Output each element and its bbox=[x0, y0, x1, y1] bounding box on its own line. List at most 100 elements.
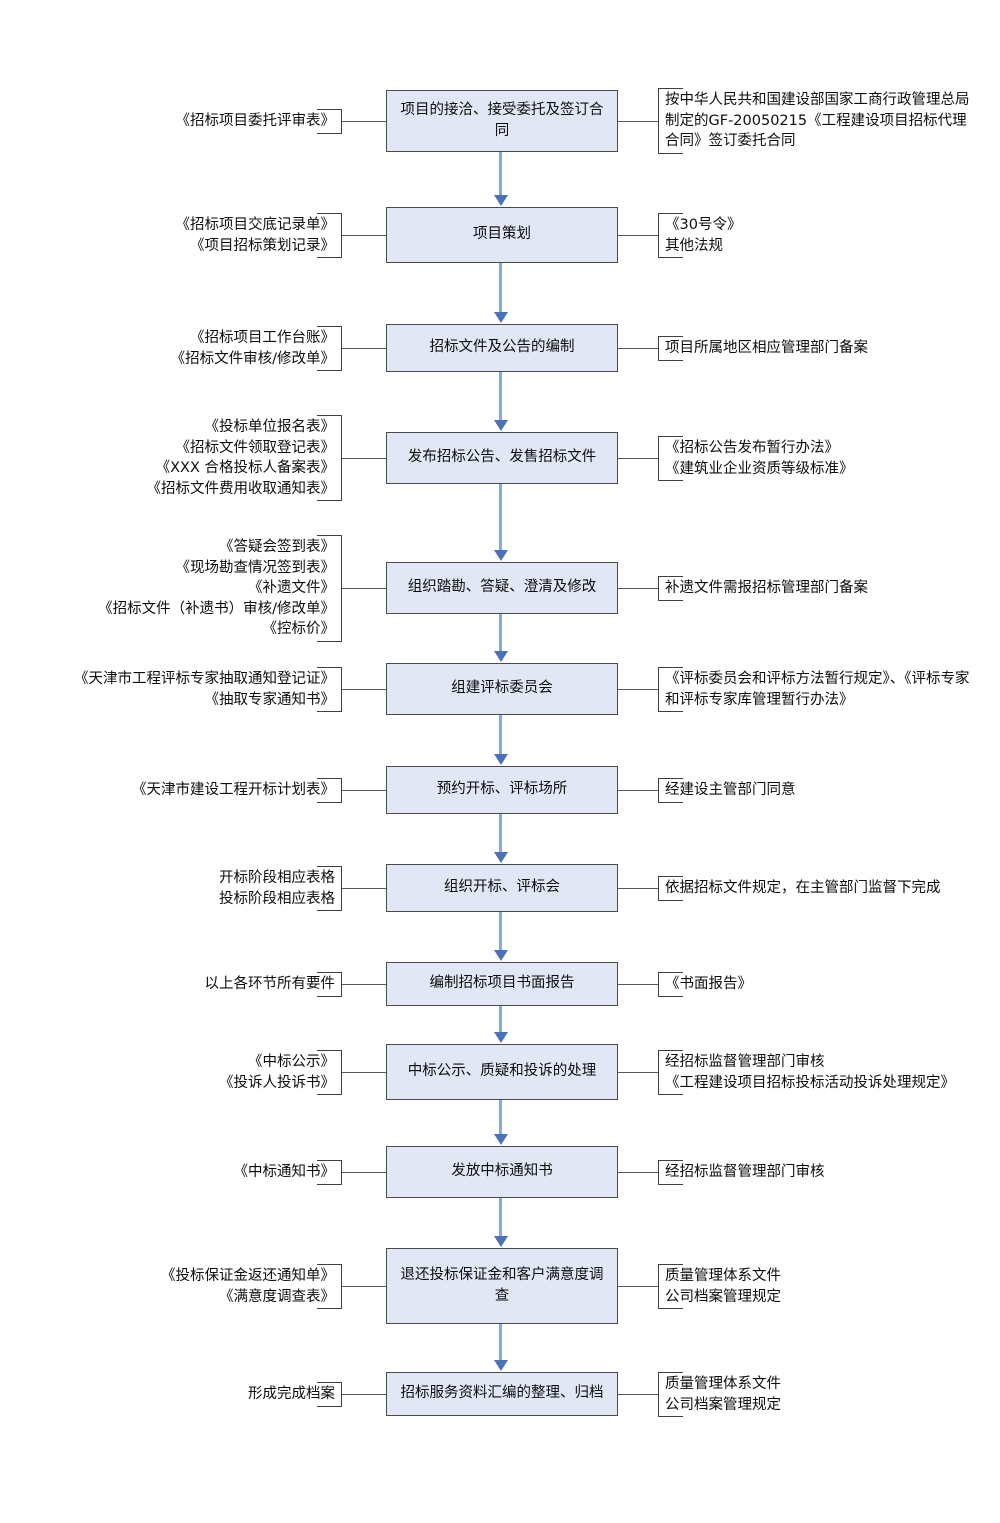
flow-arrow-12-to-13 bbox=[493, 1324, 508, 1371]
input-documents-5: 《答疑会签到表》 《现场勘查情况签到表》 《补遗文件》 《招标文件（补遗书）审核… bbox=[98, 535, 342, 642]
process-node-label: 项目的接洽、接受委托及签订合同 bbox=[400, 101, 604, 139]
connector-right-1 bbox=[618, 121, 658, 122]
process-node-1[interactable]: 项目的接洽、接受委托及签订合同 bbox=[386, 90, 618, 152]
connector-left-4 bbox=[342, 458, 386, 459]
reference-notes-1: 按中华人民共和国建设部国家工商行政管理总局制定的GF-20050215《工程建设… bbox=[658, 88, 978, 154]
process-node-2[interactable]: 项目策划 bbox=[386, 207, 618, 263]
flow-arrow-6-to-7 bbox=[493, 715, 508, 765]
flow-arrow-2-to-3 bbox=[493, 263, 508, 323]
connector-left-7 bbox=[342, 790, 386, 791]
flow-arrow-3-to-4 bbox=[493, 372, 508, 431]
connector-right-2 bbox=[618, 235, 658, 236]
connector-left-6 bbox=[342, 689, 386, 690]
connector-right-10 bbox=[618, 1072, 658, 1073]
input-documents-11: 《中标通知书》 bbox=[234, 1160, 342, 1185]
arrow-head-icon bbox=[493, 195, 508, 206]
reference-notes-13: 质量管理体系文件 公司档案管理规定 bbox=[658, 1372, 978, 1418]
reference-notes-11: 经招标监督管理部门审核 bbox=[658, 1160, 978, 1185]
process-node-11[interactable]: 发放中标通知书 bbox=[386, 1146, 618, 1198]
arrow-head-icon bbox=[493, 550, 508, 561]
process-node-label: 项目策划 bbox=[473, 226, 531, 243]
process-node-label: 组建评标委员会 bbox=[451, 680, 553, 697]
flow-arrow-7-to-8 bbox=[493, 814, 508, 863]
process-node-label: 招标服务资料汇编的整理、归档 bbox=[400, 1385, 604, 1402]
process-node-7[interactable]: 预约开标、评标场所 bbox=[386, 766, 618, 814]
process-node-label: 招标文件及公告的编制 bbox=[429, 339, 575, 356]
flow-arrow-8-to-9 bbox=[493, 912, 508, 961]
reference-notes-6: 《评标委员会和评标方法暂行规定》、《评标专家和评标专家库管理暂行办法》 bbox=[658, 667, 978, 713]
arrow-head-icon bbox=[493, 754, 508, 765]
connector-right-3 bbox=[618, 348, 658, 349]
connector-right-12 bbox=[618, 1286, 658, 1287]
process-node-label: 发放中标通知书 bbox=[451, 1163, 553, 1180]
input-documents-2: 《招标项目交底记录单》 《项目招标策划记录》 bbox=[176, 213, 342, 259]
arrow-head-icon bbox=[493, 950, 508, 961]
connector-left-2 bbox=[342, 235, 386, 236]
connector-left-1 bbox=[342, 121, 386, 122]
process-node-13[interactable]: 招标服务资料汇编的整理、归档 bbox=[386, 1372, 618, 1416]
arrow-head-icon bbox=[493, 1236, 508, 1247]
flow-arrow-10-to-11 bbox=[493, 1100, 508, 1145]
connector-right-5 bbox=[618, 588, 658, 589]
arrow-head-icon bbox=[493, 852, 508, 863]
connector-right-11 bbox=[618, 1172, 658, 1173]
connector-left-5 bbox=[342, 588, 386, 589]
reference-notes-3: 项目所属地区相应管理部门备案 bbox=[658, 336, 978, 361]
process-node-9[interactable]: 编制招标项目书面报告 bbox=[386, 962, 618, 1006]
connector-right-13 bbox=[618, 1394, 658, 1395]
reference-notes-10: 经招标监督管理部门审核 《工程建设项目招标投标活动投诉处理规定》 bbox=[658, 1050, 978, 1096]
arrow-head-icon bbox=[493, 1134, 508, 1145]
process-node-5[interactable]: 组织踏勘、答疑、澄清及修改 bbox=[386, 562, 618, 614]
connector-right-9 bbox=[618, 984, 658, 985]
arrow-head-icon bbox=[493, 651, 508, 662]
input-documents-13: 形成完成档案 bbox=[248, 1382, 342, 1407]
reference-notes-2: 《30号令》 其他法规 bbox=[658, 213, 978, 259]
input-documents-10: 《中标公示》 《投诉人投诉书》 bbox=[219, 1050, 342, 1096]
process-node-label: 中标公示、质疑和投诉的处理 bbox=[407, 1063, 597, 1080]
arrow-head-icon bbox=[493, 1360, 508, 1371]
input-documents-6: 《天津市工程评标专家抽取通知登记证》 《抽取专家通知书》 bbox=[74, 667, 342, 713]
connector-left-9 bbox=[342, 984, 386, 985]
connector-right-4 bbox=[618, 458, 658, 459]
process-node-3[interactable]: 招标文件及公告的编制 bbox=[386, 324, 618, 372]
reference-notes-8: 依据招标文件规定，在主管部门监督下完成 bbox=[658, 876, 978, 901]
flow-arrow-9-to-10 bbox=[493, 1006, 508, 1043]
arrow-head-icon bbox=[493, 1032, 508, 1043]
reference-notes-4: 《招标公告发布暂行办法》 《建筑业企业资质等级标准》 bbox=[658, 436, 978, 482]
reference-notes-12: 质量管理体系文件 公司档案管理规定 bbox=[658, 1264, 978, 1310]
process-node-6[interactable]: 组建评标委员会 bbox=[386, 663, 618, 715]
process-node-label: 编制招标项目书面报告 bbox=[429, 975, 575, 992]
connector-left-11 bbox=[342, 1172, 386, 1173]
input-documents-4: 《投标单位报名表》 《招标文件领取登记表》 《XXX 合格投标人备案表》 《招标… bbox=[147, 415, 342, 502]
process-node-8[interactable]: 组织开标、评标会 bbox=[386, 864, 618, 912]
process-node-4[interactable]: 发布招标公告、发售招标文件 bbox=[386, 432, 618, 484]
flow-arrow-11-to-12 bbox=[493, 1198, 508, 1247]
input-documents-9: 以上各环节所有要件 bbox=[205, 972, 342, 997]
reference-notes-5: 补遗文件需报招标管理部门备案 bbox=[658, 576, 978, 601]
process-node-label: 预约开标、评标场所 bbox=[436, 781, 568, 798]
process-node-label: 发布招标公告、发售招标文件 bbox=[407, 449, 597, 466]
arrow-head-icon bbox=[493, 312, 508, 323]
flow-arrow-4-to-5 bbox=[493, 484, 508, 561]
flow-arrow-1-to-2 bbox=[493, 152, 508, 206]
input-documents-1: 《招标项目委托评审表》 bbox=[176, 109, 342, 134]
connector-left-8 bbox=[342, 888, 386, 889]
process-node-label: 退还投标保证金和客户满意度调查 bbox=[400, 1266, 604, 1304]
process-node-10[interactable]: 中标公示、质疑和投诉的处理 bbox=[386, 1044, 618, 1100]
connector-right-7 bbox=[618, 790, 658, 791]
connector-right-6 bbox=[618, 689, 658, 690]
connector-left-12 bbox=[342, 1286, 386, 1287]
input-documents-8: 开标阶段相应表格 投标阶段相应表格 bbox=[219, 866, 342, 912]
connector-right-8 bbox=[618, 888, 658, 889]
input-documents-7: 《天津市建设工程开标计划表》 bbox=[132, 778, 342, 803]
process-node-label: 组织开标、评标会 bbox=[444, 879, 560, 896]
reference-notes-9: 《书面报告》 bbox=[658, 972, 978, 997]
flow-arrow-5-to-6 bbox=[493, 614, 508, 662]
connector-left-3 bbox=[342, 348, 386, 349]
input-documents-3: 《招标项目工作台账》 《招标文件审核/修改单》 bbox=[171, 326, 342, 372]
connector-left-13 bbox=[342, 1394, 386, 1395]
process-node-12[interactable]: 退还投标保证金和客户满意度调查 bbox=[386, 1248, 618, 1324]
input-documents-12: 《投标保证金返还通知单》 《满意度调查表》 bbox=[161, 1264, 342, 1310]
reference-notes-7: 经建设主管部门同意 bbox=[658, 778, 978, 803]
